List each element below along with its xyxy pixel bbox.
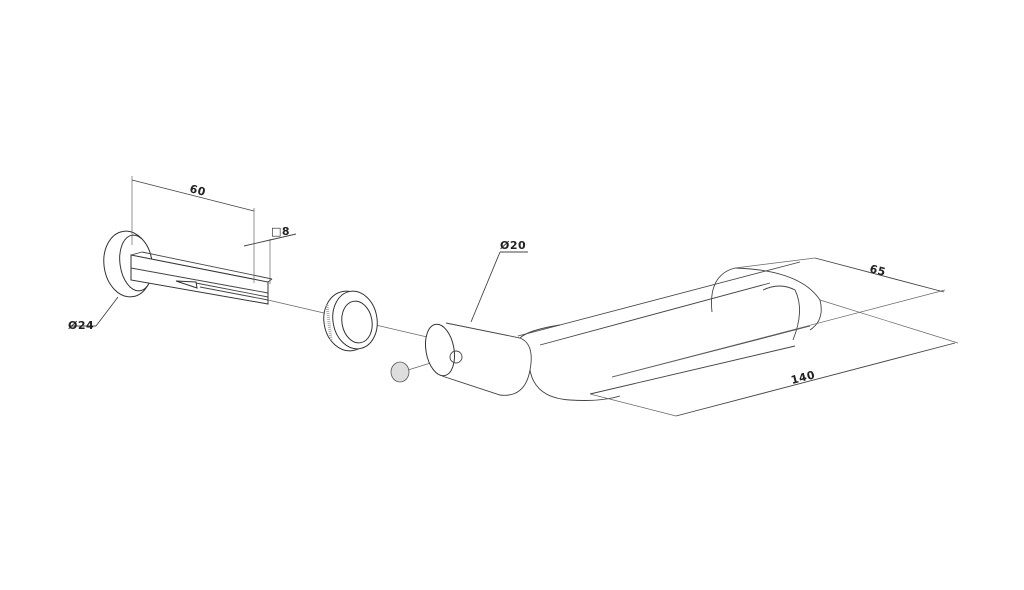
lever-handle-part: [424, 261, 946, 401]
dimension-tube-diameter: Ø20: [470, 239, 528, 323]
label-140: 140: [790, 368, 817, 387]
label-square-8: □8: [271, 225, 290, 238]
label-dia-24: Ø24: [68, 319, 94, 332]
dimension-spindle-square: □8: [243, 225, 297, 284]
dimension-spindle-length: 60: [131, 176, 255, 283]
label-65: 65: [868, 262, 887, 279]
grub-screw-part: [390, 356, 451, 383]
label-dia-20: Ø20: [500, 239, 526, 252]
dimension-rose-diameter: Ø24: [68, 296, 119, 332]
rose-spindle-part: [103, 230, 441, 341]
label-60: 60: [188, 182, 207, 199]
dimension-handle-length: 140: [589, 342, 956, 417]
dimension-handle-projection: 65: [734, 257, 959, 344]
collar-ring-part: [323, 290, 378, 352]
